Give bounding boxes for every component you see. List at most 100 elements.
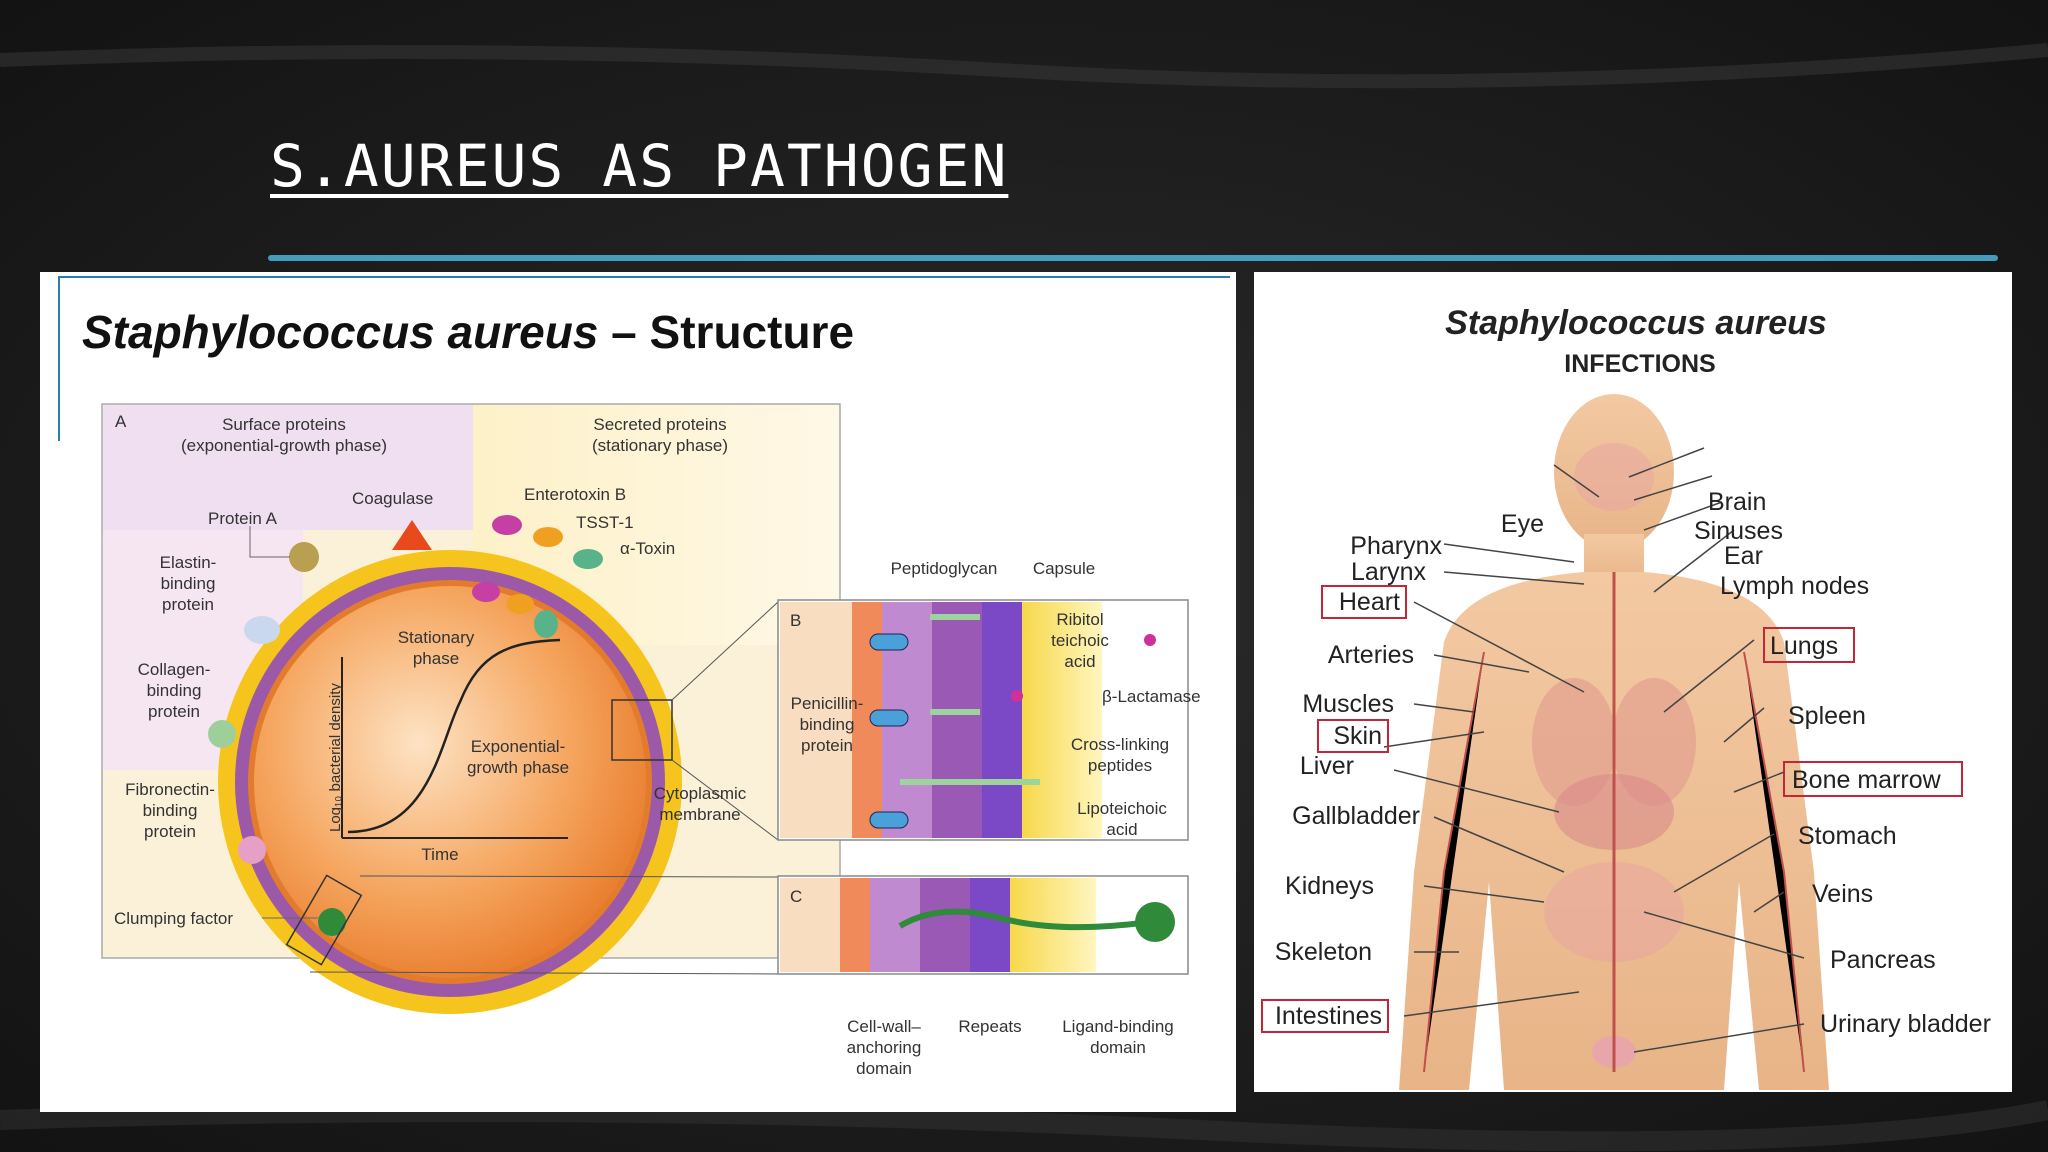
structure-heading-italic: Staphylococcus aureus (82, 306, 598, 358)
structure-heading-rest: – Structure (598, 306, 854, 358)
protein-a-label: Protein A (208, 509, 278, 528)
label-larynx: Larynx (1351, 558, 1427, 586)
label-spleen: Spleen (1788, 702, 1866, 730)
capsule-label: Capsule (1033, 559, 1095, 578)
growth-y-axis-label: Log₁₀ bacterial density (327, 683, 344, 832)
infections-figure: Staphylococcus aureus INFECTIONS (1254, 272, 2012, 1092)
label-heart: Heart (1339, 588, 1400, 616)
label-eye: Eye (1501, 510, 1544, 538)
panel-a-letter: A (115, 412, 127, 431)
lipoteichoic-label-1: Lipoteichoic (1077, 799, 1167, 818)
lungs-highlight-box (1763, 627, 1855, 663)
label-pharynx: Pharynx (1350, 532, 1442, 560)
label-muscles: Muscles (1302, 690, 1394, 718)
zoom-box-b (611, 699, 673, 761)
tsst-marker (533, 527, 563, 547)
heart-highlight-box (1321, 585, 1407, 619)
stationary-phase-label-1: Stationary (398, 628, 475, 647)
panel-b-letter: B (790, 611, 801, 630)
fibronectin-label-2: binding (143, 801, 198, 820)
secreted-proteins-subtitle: (stationary phase) (592, 436, 728, 455)
collagen-label-2: binding (147, 681, 202, 700)
ribitol-label-1: Ribitol (1056, 610, 1103, 629)
panel-c-surface-protein-detail (777, 875, 1189, 975)
intestines-highlight-box (1261, 999, 1389, 1033)
ligand-binding-label-2: domain (1090, 1038, 1146, 1057)
label-skeleton: Skeleton (1275, 938, 1372, 966)
protein-a-marker (289, 542, 319, 572)
stationary-phase-label-2: phase (413, 649, 459, 668)
infections-subtitle: INFECTIONS (1564, 350, 1715, 378)
cell-cytoplasm (254, 586, 646, 978)
tsst-label: TSST-1 (576, 513, 634, 532)
panel-b-cell-wall-detail (777, 599, 1189, 841)
cell-wall-anchoring-label-1: Cell-wall– (847, 1017, 921, 1036)
label-bone-marrow: Bone marrow (1792, 766, 1942, 794)
fibronectin-label-1: Fibronectin- (125, 780, 215, 799)
growth-curve-plot: Log₁₀ bacterial density Time Stationary … (327, 628, 569, 864)
label-intestines: Intestines (1275, 1002, 1382, 1030)
penicillin-binding-label-3: protein (801, 736, 853, 755)
coagulase-marker (392, 520, 432, 550)
peptidoglycan-label: Peptidoglycan (891, 559, 998, 578)
cell-wall-anchoring-label-2: anchoring (847, 1038, 922, 1057)
label-lungs: Lungs (1770, 632, 1838, 660)
label-stomach: Stomach (1798, 822, 1897, 850)
label-gallbladder: Gallbladder (1292, 802, 1420, 830)
crosslinking-label-1: Cross-linking (1071, 735, 1169, 754)
label-lymph-nodes: Lymph nodes (1720, 572, 1869, 600)
label-skin: Skin (1333, 722, 1382, 750)
enterotoxin-marker (492, 515, 522, 535)
ligand-binding-label-1: Ligand-binding (1062, 1017, 1174, 1036)
penicillin-binding-label-1: Penicillin- (791, 694, 864, 713)
crosslinking-label-2: peptides (1088, 756, 1152, 775)
human-body-illustration (1399, 394, 1829, 1090)
cell-wall-anchoring-label-3: domain (856, 1059, 912, 1078)
exponential-phase-label-1: Exponential- (471, 737, 566, 756)
panel-c-letter: C (790, 887, 802, 906)
svg-text:Staphylococcus aureus – Struct: Staphylococcus aureus – Structure (82, 306, 854, 358)
clumping-factor-label: Clumping factor (114, 909, 233, 928)
alpha-toxin-marker (573, 549, 603, 569)
cytoplasmic-membrane-label-1: Cytoplasmic (654, 784, 747, 803)
zoom-box-c (285, 874, 363, 966)
label-brain: Brain (1708, 488, 1766, 516)
lipoteichoic-label-2: acid (1106, 820, 1137, 839)
repeats-label: Repeats (958, 1017, 1021, 1036)
collagen-marker (208, 720, 236, 748)
elastin-marker (244, 616, 280, 644)
label-pancreas: Pancreas (1830, 946, 1936, 974)
skin-highlight-box (1317, 719, 1389, 753)
structure-figure: Staphylococcus aureus – Structure A Surf… (40, 272, 1236, 1112)
label-sinuses: Sinuses (1694, 517, 1783, 545)
clumping-factor-marker (318, 908, 346, 936)
elastin-label-1: Elastin- (160, 553, 217, 572)
collagen-label-3: protein (148, 702, 200, 721)
collagen-label-1: Collagen- (138, 660, 211, 679)
growth-x-axis-label: Time (421, 845, 458, 864)
ribitol-label-2: teichoic (1051, 631, 1109, 650)
coagulase-label: Coagulase (352, 489, 433, 508)
label-veins: Veins (1812, 880, 1873, 908)
label-liver: Liver (1300, 752, 1354, 780)
label-ear: Ear (1724, 542, 1763, 570)
surface-proteins-subtitle: (exponential-growth phase) (181, 436, 387, 455)
label-arteries: Arteries (1328, 641, 1414, 669)
alpha-toxin-label: α-Toxin (620, 539, 675, 558)
enterotoxin-label: Enterotoxin B (524, 485, 626, 504)
penicillin-binding-label-2: binding (800, 715, 855, 734)
elastin-label-3: protein (162, 595, 214, 614)
ribitol-label-3: acid (1064, 652, 1095, 671)
bone-marrow-highlight-box (1783, 761, 1963, 797)
beta-lactamase-label: β-Lactamase (1102, 687, 1201, 706)
exponential-phase-label-2: growth phase (467, 758, 569, 777)
cytoplasmic-membrane-label-2: membrane (659, 805, 740, 824)
label-urinary-bladder: Urinary bladder (1820, 1010, 1991, 1038)
surface-proteins-title: Surface proteins (222, 415, 346, 434)
elastin-label-2: binding (161, 574, 216, 593)
fibronectin-marker (238, 836, 266, 864)
slide-title: S.AUREUS AS PATHOGEN (270, 132, 1009, 200)
secreted-proteins-title: Secreted proteins (593, 415, 726, 434)
fibronectin-label-3: protein (144, 822, 196, 841)
label-leader-lines (1383, 447, 1805, 1053)
